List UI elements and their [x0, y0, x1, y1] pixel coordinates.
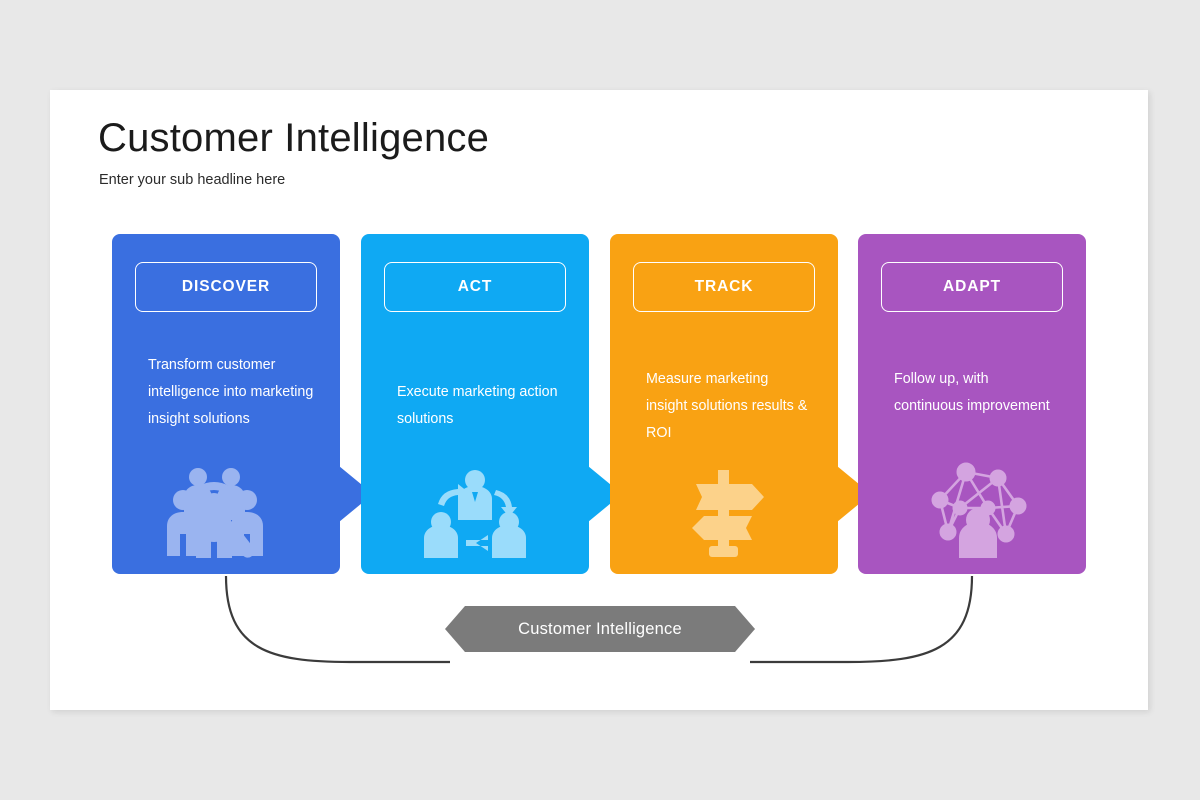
network-person-icon — [864, 462, 1092, 558]
card-label-track: TRACK — [694, 278, 754, 295]
card-description-track: Measure marketing insight solutions resu… — [646, 371, 808, 441]
card-description-act: Execute marketing action solutions — [397, 384, 558, 427]
page-subtitle: Enter your sub headline here — [99, 172, 286, 188]
card-label-pill-track[interactable]: TRACK — [633, 262, 815, 312]
people-magnifier-icon — [100, 464, 328, 560]
card-description-discover: Transform customer intelligence into mar… — [148, 357, 314, 427]
card-discover[interactable]: DISCOVER Transform customer intelligence… — [112, 234, 373, 574]
banner-label: Customer Intelligence — [518, 619, 682, 638]
page-title: Customer Intelligence — [98, 116, 490, 160]
card-label-discover: DISCOVER — [181, 278, 271, 295]
slide-canvas: Customer Intelligence Enter your sub hea… — [50, 90, 1148, 710]
card-label-act: ACT — [457, 278, 493, 295]
card-track[interactable]: TRACK Measure marketing insight solution… — [610, 234, 871, 574]
card-label-adapt: ADAPT — [943, 278, 1001, 295]
card-label-pill-discover[interactable]: DISCOVER — [135, 262, 317, 312]
signpost-icon — [610, 468, 838, 560]
card-row: DISCOVER Transform customer intelligence… — [50, 90, 1148, 710]
banner-customer-intelligence[interactable]: Customer Intelligence — [445, 606, 755, 652]
people-cycle-icon — [361, 470, 589, 558]
card-label-pill-act[interactable]: ACT — [384, 262, 566, 312]
card-adapt[interactable]: ADAPT Follow up, with continuous improve… — [858, 234, 1086, 574]
card-act[interactable]: ACT Execute marketing action solutions — [361, 234, 622, 574]
card-description-adapt: Follow up, with continuous improvement — [894, 371, 1050, 414]
card-label-pill-adapt[interactable]: ADAPT — [881, 262, 1063, 312]
